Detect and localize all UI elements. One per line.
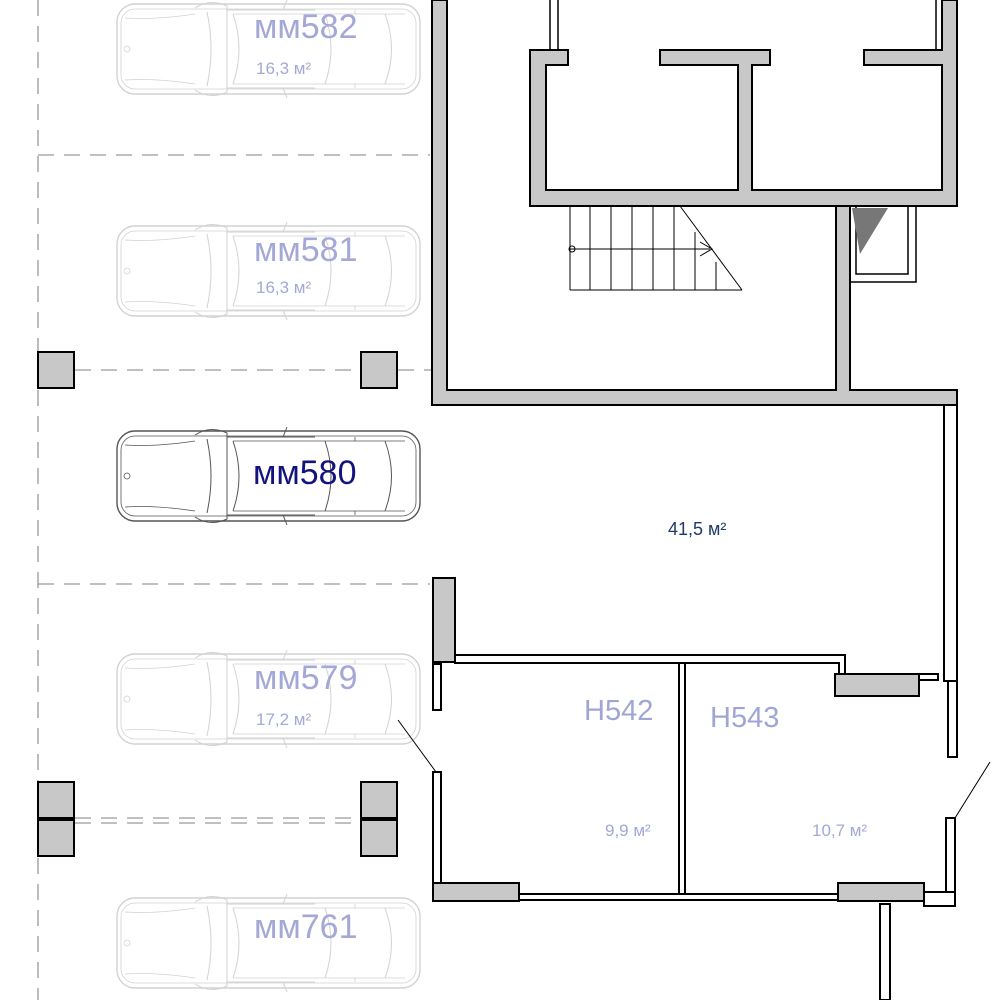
- parking-area-582: 16,3 м²: [256, 59, 312, 78]
- door-swings: [397, 719, 991, 819]
- parking-area-581: 16,3 м²: [256, 278, 312, 297]
- stairs: [568, 205, 743, 291]
- storage-code-543: Н543: [710, 702, 780, 734]
- parking-code-581: мм581: [254, 231, 358, 269]
- hall-area: 41,5 м²: [668, 519, 727, 539]
- parking-area-579: 17,2 м²: [256, 710, 312, 729]
- parking-code-580: мм580: [253, 454, 357, 492]
- parking-code-579: мм579: [254, 659, 358, 697]
- columns: [37, 351, 398, 857]
- parking-guide-lines: [37, 0, 881, 1000]
- storage-area-542: 9,9 м²: [605, 821, 651, 840]
- parking-code-761: мм761: [254, 908, 358, 946]
- parking-code-582: мм582: [254, 8, 358, 46]
- walls: [431, 0, 958, 1000]
- storage-area-543: 10,7 м²: [812, 821, 868, 840]
- storage-code-542: Н542: [584, 695, 654, 727]
